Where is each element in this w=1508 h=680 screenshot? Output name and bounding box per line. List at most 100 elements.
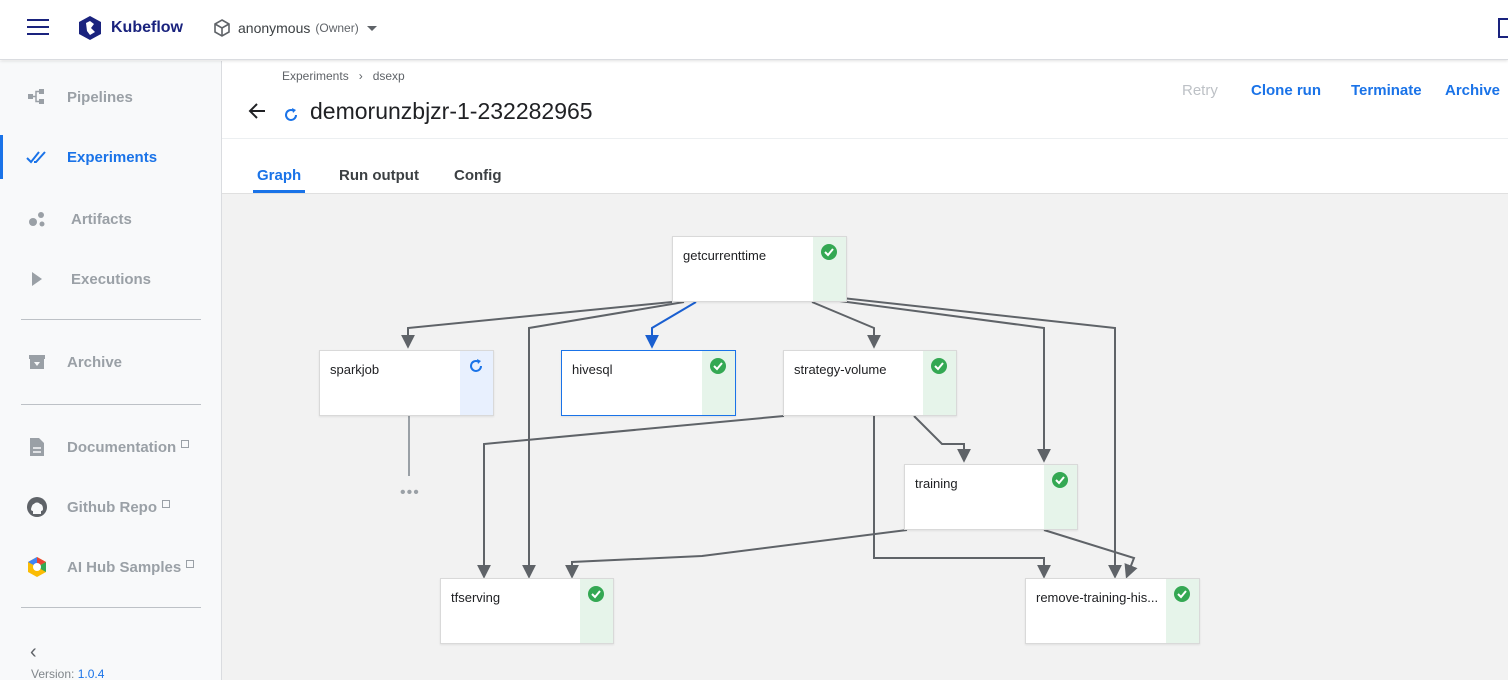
edge-training-remove: [1043, 529, 1138, 579]
node-status: [1166, 579, 1199, 643]
archive-button[interactable]: Archive: [1445, 82, 1501, 99]
external-link-icon: [181, 439, 190, 448]
breadcrumb-experiments-link[interactable]: Experiments: [282, 69, 349, 83]
sidebar-item-ai-hub[interactable]: AI Hub Samples: [0, 545, 221, 589]
check-circle-icon: [588, 586, 604, 602]
active-tab-indicator: [253, 190, 305, 193]
node-status: [923, 351, 956, 415]
sidebar-item-github[interactable]: Github Repo: [0, 485, 221, 529]
namespace-role: (Owner): [315, 21, 359, 35]
bubbles-icon: [26, 208, 48, 230]
sidebar-item-label: Experiments: [67, 148, 158, 166]
breadcrumb-separator: ›: [358, 69, 363, 83]
graph-node-tfserving[interactable]: tfserving: [440, 578, 614, 644]
tab-graph[interactable]: Graph: [257, 167, 302, 184]
logout-icon[interactable]: [1498, 18, 1508, 38]
page-title: demorunzbjzr-1-232282965: [310, 98, 593, 124]
archive-icon: [26, 351, 48, 373]
cube-icon: [214, 19, 230, 37]
check-circle-icon: [1174, 586, 1190, 602]
sidebar-item-experiments[interactable]: Experiments: [0, 135, 221, 179]
document-icon: [26, 436, 48, 458]
sidebar-item-label: Executions: [71, 270, 152, 288]
graph-node-sparkjob[interactable]: sparkjob: [319, 350, 494, 416]
check-circle-icon: [1052, 472, 1068, 488]
node-label: strategy-volume: [794, 362, 887, 377]
node-status: [702, 351, 735, 415]
check-circle-icon: [821, 244, 837, 260]
kubeflow-logo-icon[interactable]: [77, 15, 103, 41]
sidebar-item-label: Artifacts: [71, 210, 132, 228]
edge-strategy-volume-remove: [873, 416, 1051, 579]
more-steps-indicator: •••: [400, 484, 420, 501]
terminate-button[interactable]: Terminate: [1351, 82, 1422, 99]
pipelines-icon: [26, 86, 48, 108]
namespace-selector[interactable]: anonymous (Owner): [213, 19, 377, 37]
node-label: sparkjob: [330, 362, 380, 377]
node-label: tfserving: [451, 590, 501, 605]
caret-down-icon: [366, 25, 377, 31]
tab-run-output[interactable]: Run output: [339, 167, 419, 184]
sidebar-item-pipelines[interactable]: Pipelines: [0, 75, 221, 119]
breadcrumb: Experiments › dsexp: [282, 69, 405, 83]
node-label: getcurrenttime: [683, 248, 767, 263]
graph-canvas: getcurrenttime sparkjob hivesql strategy…: [222, 193, 1508, 680]
node-status: [580, 579, 613, 643]
graph-node-training[interactable]: training: [904, 464, 1078, 530]
top-bar: Kubeflow anonymous (Owner): [0, 0, 1508, 60]
sidebar-divider: [21, 607, 201, 608]
external-link-icon: [186, 559, 195, 568]
version-link[interactable]: 1.0.4: [77, 667, 105, 680]
tabs-divider: [222, 138, 1508, 139]
graph-node-remove-training-history[interactable]: remove-training-his...: [1025, 578, 1200, 644]
collapse-sidebar-icon[interactable]: ‹: [30, 641, 37, 663]
sidebar: Pipelines Experiments Artifacts Executio…: [0, 61, 222, 680]
play-icon: [26, 268, 48, 290]
tab-config[interactable]: Config: [454, 167, 502, 184]
node-status: [1044, 465, 1077, 529]
check-circle-icon: [710, 358, 726, 374]
sidebar-item-label: Github Repo: [67, 499, 170, 516]
node-status: [813, 237, 846, 301]
clone-run-button[interactable]: Clone run: [1251, 82, 1321, 99]
ai-hub-label: AI Hub Samples: [67, 558, 182, 576]
github-icon: [26, 496, 48, 518]
sidebar-divider: [21, 319, 201, 320]
sidebar-item-label: Archive: [67, 353, 123, 371]
graph-node-strategy-volume[interactable]: strategy-volume: [783, 350, 957, 416]
menu-icon[interactable]: [27, 19, 49, 37]
sidebar-item-executions[interactable]: Executions: [0, 257, 221, 301]
graph-node-hivesql[interactable]: hivesql: [561, 350, 736, 416]
version-label: Version:: [31, 667, 75, 680]
documentation-label: Documentation: [67, 438, 177, 456]
sidebar-item-label: Documentation: [67, 438, 190, 456]
edge-getcurrenttime-remove: [841, 297, 1122, 579]
sidebar-item-artifacts[interactable]: Artifacts: [0, 197, 221, 241]
sidebar-item-archive[interactable]: Archive: [0, 340, 221, 384]
retry-button[interactable]: Retry: [1182, 82, 1218, 99]
edge-getcurrenttime-hivesql: [645, 301, 697, 349]
edge-strategy-volume-tfserving: [477, 415, 785, 579]
edge-getcurrenttime-strategy-volume: [811, 301, 881, 349]
ai-hub-icon: [26, 556, 48, 578]
sidebar-item-label: AI Hub Samples: [67, 558, 195, 576]
check-circle-icon: [931, 358, 947, 374]
sidebar-divider: [21, 404, 201, 405]
graph-node-getcurrenttime[interactable]: getcurrenttime: [672, 236, 847, 302]
sidebar-item-documentation[interactable]: Documentation: [0, 425, 221, 469]
node-label: remove-training-his...: [1036, 590, 1159, 605]
double-check-icon: [26, 146, 48, 168]
version-info: Version: 1.0.4: [31, 667, 104, 680]
node-label: training: [915, 476, 958, 491]
edge-getcurrenttime-tfserving: [522, 301, 685, 579]
external-link-icon: [162, 499, 170, 508]
edge-training-tfserving: [565, 529, 908, 579]
edge-getcurrenttime-training: [831, 299, 1051, 463]
brand-name[interactable]: Kubeflow: [111, 19, 183, 36]
breadcrumb-experiment-link[interactable]: dsexp: [372, 69, 405, 83]
running-status-icon: [285, 108, 297, 121]
back-arrow-icon[interactable]: [247, 101, 267, 121]
edge-getcurrenttime-sparkjob: [401, 301, 673, 349]
edge-strategy-volume-training: [913, 415, 971, 463]
node-label: hivesql: [572, 362, 613, 377]
